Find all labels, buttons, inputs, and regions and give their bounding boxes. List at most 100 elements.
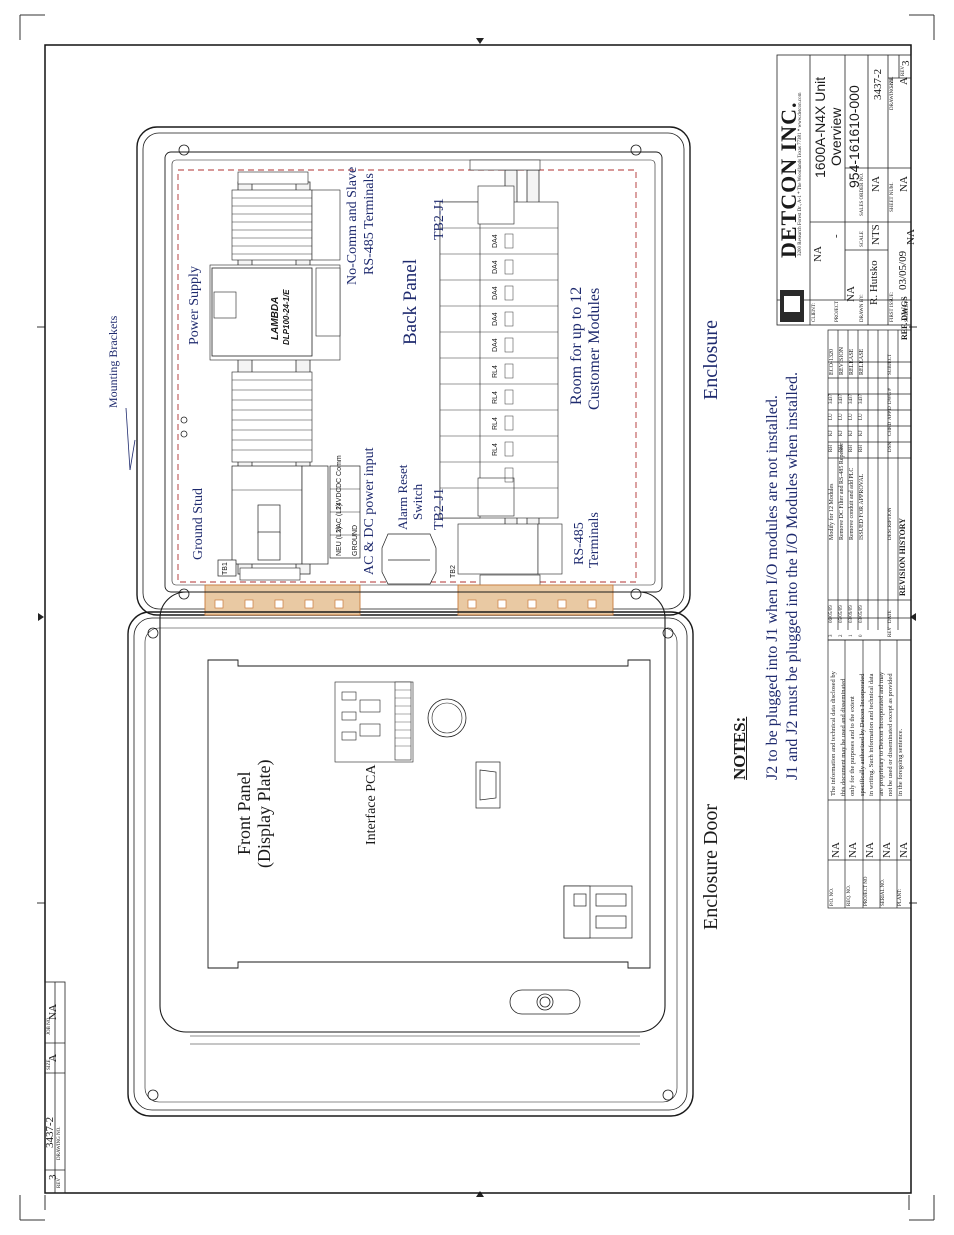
- rev-cell: REVISION: [839, 347, 845, 375]
- module-tag-4: DA4: [492, 312, 499, 326]
- display-round-cutout-inner: [431, 702, 463, 734]
- client-dash: -: [830, 234, 842, 238]
- rev-cell: Remove conduit and add PLC: [849, 467, 855, 540]
- rev-cell: ECO-1320: [829, 349, 835, 375]
- front-panel-line2: (Display Plate): [254, 759, 274, 868]
- rev-cell: Remove DC Filter and RS-485 Repeater: [839, 442, 845, 540]
- rev-header-cell: DWG #: [888, 388, 893, 404]
- rev-cell: 3437: [829, 394, 834, 404]
- breaker-lines: [232, 488, 360, 536]
- info-table: [827, 639, 912, 909]
- note-2: J1 and J2 must be plugged into the I/O M…: [784, 372, 801, 780]
- rev-cell: 3437: [859, 394, 864, 404]
- module-tag-9: RL4: [492, 443, 499, 456]
- rev-cell: 1: [849, 634, 854, 638]
- mounting-brackets-label: Mounting Brackets: [106, 315, 120, 408]
- project-value: NA: [845, 286, 857, 302]
- sheet-num-label: SHEET NUM.: [890, 182, 895, 212]
- enclosure-door-label: Enclosure Door: [700, 803, 722, 930]
- rev-cell: RELEASE: [859, 348, 865, 375]
- drawn-by-label: DRAWN BY:: [860, 294, 865, 322]
- module-tag-2: DA4: [492, 260, 499, 274]
- back-panel-label: Back Panel: [400, 258, 421, 345]
- ac-dc-power-label: AC & DC power input: [362, 447, 377, 575]
- ground-stud-b: [180, 430, 188, 438]
- rev-cell: LU: [849, 413, 854, 420]
- terminal-stripes: [232, 197, 312, 451]
- rev-cell: 3437: [849, 394, 854, 404]
- disclaimer-line: The information and technical data discl…: [830, 671, 837, 796]
- info-label: REQ. NO.: [847, 885, 852, 906]
- front-panel-line1: Front Panel: [234, 771, 254, 856]
- interface-pca-label: Interface PCA: [364, 764, 379, 845]
- module-column: [439, 185, 563, 575]
- left-drawing-no-value: 3437-2: [44, 1116, 56, 1148]
- module-tag-7: RL4: [492, 391, 499, 404]
- rev-cell: RH: [859, 445, 864, 452]
- alarm-reset-line1: Alarm Reset: [395, 464, 410, 530]
- disclaimer-line: in the foregoing sentence.: [896, 728, 904, 796]
- enclosure-door: [127, 591, 694, 1117]
- info-value: NA: [864, 842, 876, 858]
- ground-stud-a: [180, 416, 188, 424]
- power-supply-connector: [213, 291, 237, 319]
- rev-header-cell: REV: [888, 627, 893, 637]
- hinge-brackets: [204, 584, 614, 616]
- left-title-block: [44, 981, 66, 1194]
- rev-cell: 3437: [839, 394, 844, 404]
- dc-comm-tag: DC Comm: [336, 455, 343, 488]
- company-address: 3200 Research Forest Dr., A-1 * The Wood…: [798, 92, 803, 256]
- fuse-neu: NEU (L2): [336, 526, 343, 556]
- disclaimer-line: specifically authorized by Detcon Incorp…: [858, 673, 866, 796]
- display-round-cutout-outer: [427, 698, 467, 738]
- center-markers: [38, 38, 916, 1197]
- mounting-bracket-ticks: [125, 407, 136, 471]
- sheet-num-value: NA: [898, 176, 910, 192]
- rev-cell: KJ: [829, 430, 834, 436]
- no-comm-slave-line2: RS-485 Terminals: [362, 173, 377, 275]
- title-line2: Overview: [828, 107, 844, 166]
- project-label: PROJECT: [835, 300, 840, 322]
- rev-cell: Modify for 12 Modules: [829, 483, 835, 541]
- tb1-tag: TB1: [222, 562, 229, 575]
- info-value: NA: [847, 842, 859, 858]
- no-comm-slave-line1: No-Comm and Slave: [345, 166, 360, 285]
- left-drawing-no-label: DRAWING NO.: [57, 1126, 62, 1160]
- module-tag-1: DA4: [492, 234, 499, 248]
- rev-cell: 06/05/09: [829, 605, 834, 623]
- ground-stud-label: Ground Stud: [191, 488, 206, 560]
- rev-cell: ISSUED FOR APPROVAL: [859, 473, 865, 540]
- sales-order-value: NA: [870, 176, 882, 192]
- rev-cell: RELEASE: [849, 348, 855, 375]
- sales-order-label: SALES ORDER NO.: [860, 172, 865, 216]
- module-tag-6: RL4: [492, 365, 499, 378]
- notes-title: NOTES:: [730, 716, 749, 780]
- rev-cell: LU: [859, 413, 864, 420]
- rev-cell: 03/09/09: [849, 605, 854, 623]
- title-line1: 1600A-N4X Unit: [812, 76, 828, 178]
- module-tag-8: RL4: [492, 417, 499, 430]
- right-title-block: [776, 54, 912, 326]
- enclosure-label: Enclosure: [700, 320, 722, 400]
- room-for-modules-line1: Room for up to 12: [568, 286, 585, 405]
- rev-cell: LU: [839, 413, 844, 420]
- fuse-gnd: GROUND: [352, 524, 359, 556]
- rev-cell: KJ: [849, 430, 854, 436]
- rev-cell: RH: [839, 445, 844, 452]
- first-issue-value: 03/05/09: [897, 250, 909, 290]
- tb2-j1-top-label: TB2-J1: [432, 198, 447, 240]
- left-size-value: A: [47, 1054, 59, 1062]
- company-logo-mark: [784, 296, 800, 312]
- dual-connector-shape: [563, 885, 633, 939]
- tb2-tag: TB2: [450, 565, 457, 578]
- info-label: P.O. NO.: [830, 887, 835, 906]
- room-for-modules-line2: Customer Modules: [586, 287, 603, 410]
- rs485-line1: RS-485: [572, 522, 587, 565]
- module-dividers: [440, 227, 558, 489]
- module-windows: [504, 233, 514, 483]
- rev-header-cell: DESCRIPTION: [888, 507, 893, 540]
- psu-brand: LAMBDA: [270, 296, 281, 340]
- disclaimer-line: this document may be used and disseminat…: [839, 678, 847, 796]
- size-label: SIZE: [890, 77, 895, 88]
